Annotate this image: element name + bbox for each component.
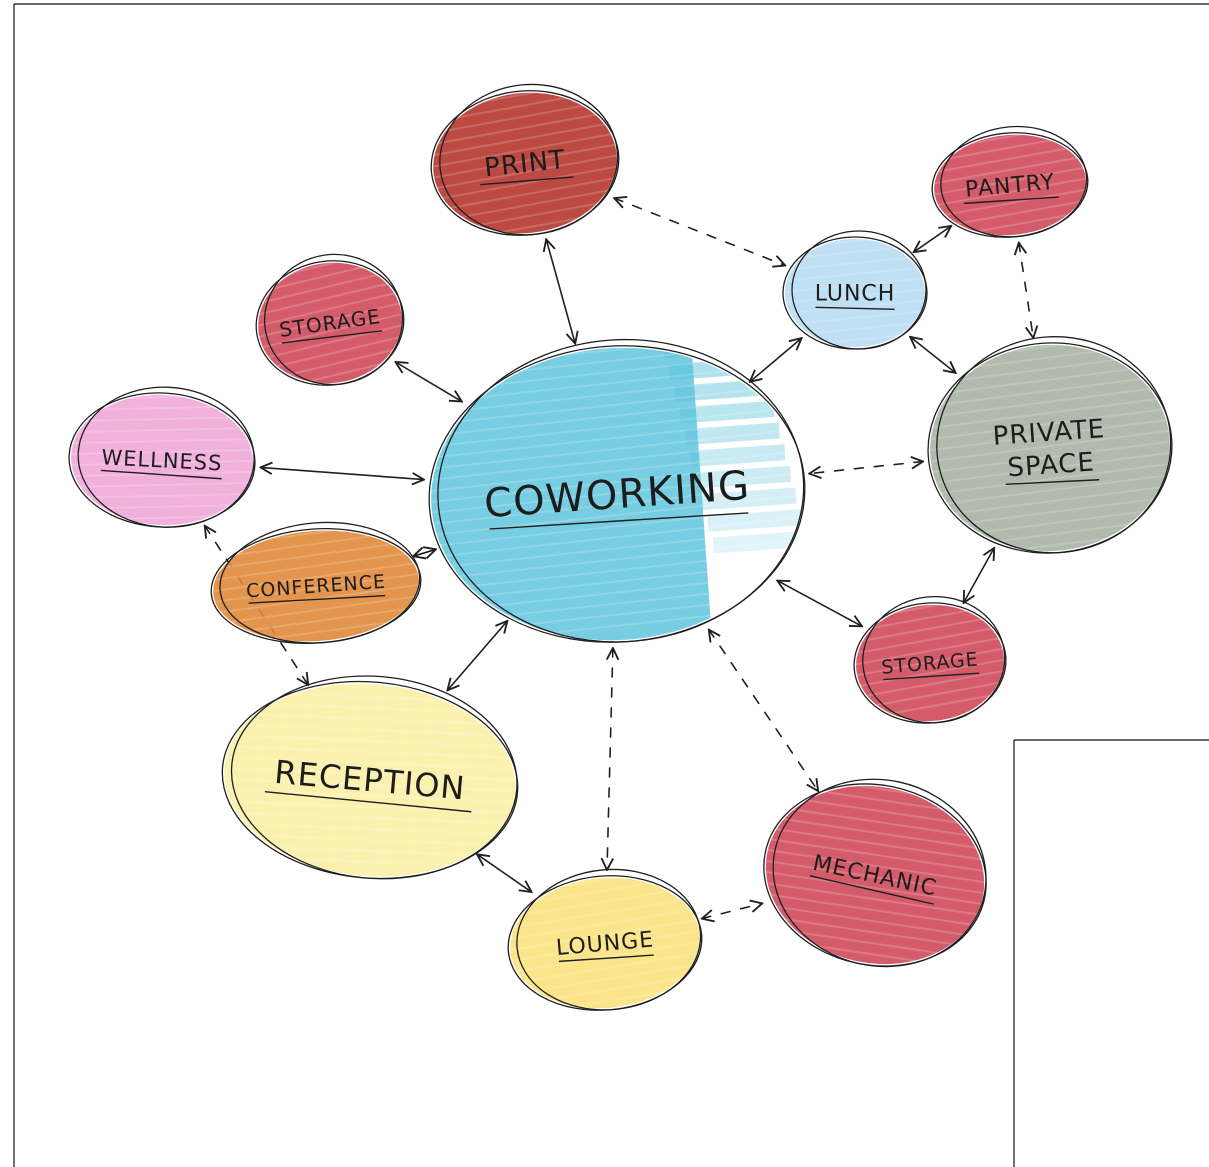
connection-private-coworking (809, 462, 923, 474)
nodes-layer: COWORKINGPRINTPANTRYLUNCHSTORAGEWELLNESS… (67, 83, 1177, 1017)
connection-private-storage-2 (964, 548, 995, 603)
node-lunch: LUNCH (782, 230, 928, 350)
node-underline-storage-2 (883, 672, 980, 681)
connection-coworking-mechanic (709, 630, 818, 791)
connection-lunch-coworking (750, 338, 802, 382)
node-mechanic: MECHANIC (749, 766, 1001, 984)
connection-lunch-pantry (914, 226, 952, 252)
node-storage-1: STORAGE (250, 253, 410, 393)
connection-print-coworking (546, 239, 575, 343)
node-outline-sketch-wellness (77, 386, 255, 528)
node-outline-sketch-pantry (940, 125, 1088, 238)
connection-reception-lounge (477, 854, 531, 892)
node-label-lunch: LUNCH (815, 282, 896, 307)
connection-storage-1-coworking (396, 362, 462, 402)
node-outline-sketch-storage-2 (862, 595, 1006, 724)
node-outline-sketch-lounge (516, 868, 702, 1011)
page-frame (13, 3, 1209, 1167)
node-outline-sketch-coworking (437, 338, 805, 643)
node-outline-sketch-print (439, 83, 619, 236)
node-outline-sketch-reception (230, 675, 518, 880)
node-outline-sketch-conference (219, 521, 421, 644)
node-underline-coworking (489, 512, 749, 530)
node-underline-storage-1 (281, 330, 383, 344)
connection-print-lunch (614, 198, 785, 265)
node-outline-sketch-storage-1 (263, 253, 404, 386)
node-underline-lunch (815, 306, 895, 310)
connection-wellness-coworking (261, 467, 424, 479)
node-fill-private (923, 336, 1177, 560)
connection-pantry-private (1019, 243, 1034, 338)
node-label-private-line-2: SPACE (1007, 447, 1096, 483)
node-underline-mechanic (809, 875, 934, 905)
node-print: PRINT (426, 83, 624, 243)
node-storage-2: STORAGE (851, 595, 1009, 728)
connection-lounge-mechanic (702, 903, 762, 918)
node-wellness: WELLNESS (67, 386, 257, 530)
connection-lunch-private (910, 337, 956, 373)
node-coworking: COWORKING (421, 335, 813, 653)
node-outline-sketch-private (936, 336, 1172, 554)
connection-storage-2-coworking (777, 581, 862, 627)
node-conference: CONFERENCE (209, 521, 423, 649)
node-lounge: LOUNGE (504, 868, 706, 1017)
node-underline-pantry (963, 196, 1059, 205)
node-underline-private (1005, 479, 1100, 485)
connections-layer (205, 198, 1034, 919)
node-outline-sketch-lunch (791, 230, 927, 350)
node-underline-lounge (558, 954, 654, 963)
node-underline-reception (264, 790, 472, 813)
node-underline-wellness (100, 469, 222, 480)
connection-reception-coworking (447, 621, 507, 691)
connection-conference-coworking (413, 549, 436, 556)
node-underline-conference (248, 594, 386, 604)
connection-coworking-lounge (607, 648, 613, 870)
node-underline-print (480, 176, 574, 186)
node-pantry: PANTRY (929, 125, 1091, 242)
node-reception: RECEPTION (216, 671, 524, 889)
node-outline-sketch-mechanic (772, 778, 987, 968)
